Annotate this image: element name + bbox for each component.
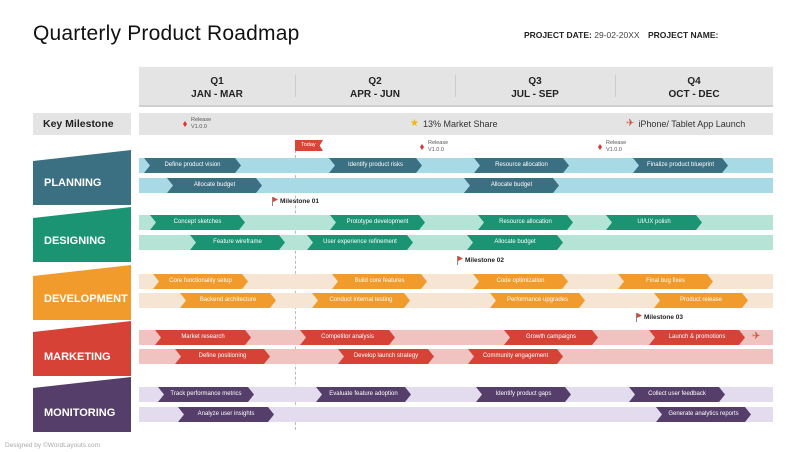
lane-monitoring: MONITORING: [33, 377, 131, 432]
designing-row-1: Concept sketches Prototype development R…: [139, 215, 773, 230]
footer-credit: Designed by ©WordLayouts.com: [5, 442, 100, 449]
task-bar[interactable]: Allocate budget: [464, 178, 559, 193]
task-bar[interactable]: Launch & promotions: [649, 330, 745, 345]
monitoring-row-1: Track performance metrics Evaluate featu…: [139, 387, 773, 402]
rocket-icon: ✈: [626, 118, 635, 129]
task-bar[interactable]: Evaluate feature adoption: [316, 387, 411, 402]
milestone-01: Milestone 01: [272, 197, 319, 206]
project-date: PROJECT DATE: 29-02-20XX: [524, 30, 640, 40]
diamond-icon: [183, 121, 187, 127]
task-bar[interactable]: Analyze user insights: [178, 407, 274, 422]
planning-row-2: Allocate budget Allocate budget: [139, 178, 773, 193]
task-bar[interactable]: Competitor analysis: [300, 330, 395, 345]
task-bar[interactable]: Define positioning: [175, 349, 270, 364]
task-bar[interactable]: Build core features: [332, 274, 427, 289]
task-bar[interactable]: Concept sketches: [150, 215, 245, 230]
task-bar[interactable]: Product release: [654, 293, 748, 308]
lane-designing: DESIGNING: [33, 207, 131, 262]
star-icon: ★: [410, 118, 419, 129]
task-bar[interactable]: Backend architecture: [180, 293, 276, 308]
task-bar[interactable]: Generate analytics reports: [656, 407, 751, 422]
app-launch-milestone: ✈iPhone/ Tablet App Launch: [626, 118, 746, 129]
task-bar[interactable]: Define product vision: [144, 158, 241, 173]
designing-row-2: Feature wireframe User experience refine…: [139, 235, 773, 250]
task-bar[interactable]: Resource allocation: [474, 158, 569, 173]
flag-icon: [272, 197, 278, 206]
lane-planning: PLANNING: [33, 150, 131, 205]
task-bar[interactable]: Performance upgrades: [490, 293, 585, 308]
planning-row-1: Define product vision Identify product r…: [139, 158, 773, 173]
task-bar[interactable]: Identify product gaps: [476, 387, 571, 402]
task-bar[interactable]: Track performance metrics: [158, 387, 254, 402]
development-row-1: Core functionality setup Build core feat…: [139, 274, 773, 289]
task-bar[interactable]: Allocate budget: [467, 235, 563, 250]
key-milestone-label: Key Milestone: [33, 113, 131, 135]
task-bar[interactable]: Growth campaigns: [504, 330, 598, 345]
milestone-03: Milestone 03: [636, 313, 683, 322]
task-bar[interactable]: Conduct internal testing: [312, 293, 410, 308]
task-bar[interactable]: Community engagement: [468, 349, 563, 364]
page-title: Quarterly Product Roadmap: [33, 22, 300, 45]
task-bar[interactable]: Resource allocation: [478, 215, 573, 230]
task-bar[interactable]: UI/UX polish: [606, 215, 702, 230]
today-line: [295, 150, 296, 430]
task-bar[interactable]: User experience refinement: [307, 235, 413, 250]
flag-icon: [457, 256, 463, 265]
task-bar[interactable]: Code optimization: [473, 274, 568, 289]
task-bar[interactable]: Finalize product blueprint: [633, 158, 728, 173]
task-bar[interactable]: Identify product risks: [329, 158, 422, 173]
task-bar[interactable]: Feature wireframe: [190, 235, 285, 250]
milestone-02: Milestone 02: [457, 256, 504, 265]
task-bar[interactable]: Collect user feedback: [629, 387, 725, 402]
development-row-2: Backend architecture Conduct internal te…: [139, 293, 773, 308]
today-marker: Today: [295, 140, 323, 151]
flag-icon: [636, 313, 642, 322]
marketing-row-1: Market research Competitor analysis Grow…: [139, 330, 773, 345]
task-bar[interactable]: Allocate budget: [167, 178, 262, 193]
diamond-icon: [420, 144, 424, 150]
lane-marketing: MARKETING: [33, 321, 131, 376]
task-bar[interactable]: Develop launch strategy: [338, 349, 434, 364]
task-bar[interactable]: Core functionality setup: [153, 274, 248, 289]
task-bar[interactable]: Market research: [155, 330, 251, 345]
monitoring-row-2: Analyze user insights Generate analytics…: [139, 407, 773, 422]
rocket-icon: ✈: [752, 331, 761, 342]
lane-development: DEVELOPMENT: [33, 265, 131, 320]
project-name: PROJECT NAME:: [648, 30, 719, 40]
task-bar[interactable]: Final bug fixes: [618, 274, 713, 289]
task-bar[interactable]: Prototype development: [330, 215, 425, 230]
diamond-icon: [598, 144, 602, 150]
marketing-row-2: Define positioning Develop launch strate…: [139, 349, 773, 364]
market-share-milestone: ★13% Market Share: [410, 118, 498, 129]
